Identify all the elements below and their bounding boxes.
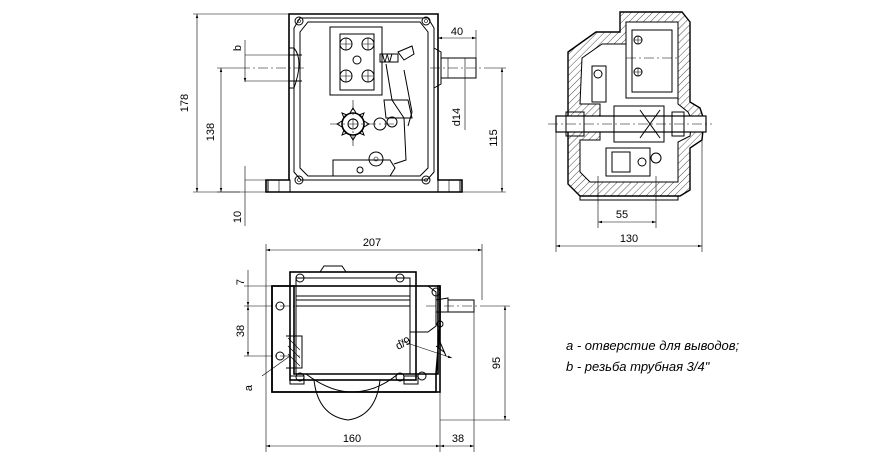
legend: a - отверстие для выводов; b - резьба тр… [566,338,740,374]
dim-top-width-mount: 160 [343,433,361,445]
dim-side-width-total: 130 [620,233,638,245]
top-view: 207 7 38 95 160 38 d/9 a [235,237,510,452]
dim-front-shaft-length: 40 [451,26,463,38]
dim-top-depth: 95 [491,357,503,369]
gear [330,100,394,148]
dim-top-shaft-length: 38 [452,433,464,445]
dim-front-shaft-diameter: d14 [451,108,463,126]
side-view: 55 130 [548,11,712,252]
dim-front-height-total: 178 [179,94,191,112]
legend-line-b: b - резьба трубная 3/4" [566,359,711,374]
dim-top-offset: 7 [235,279,247,285]
svg-text:W: W [382,53,393,65]
dim-front-base-thickness: 10 [232,211,244,223]
legend-line-a: a - отверстие для выводов; [566,338,740,353]
dim-side-width-mount: 55 [616,209,628,221]
dim-top-hole-offset: 38 [235,325,247,337]
dim-top-width-total: 207 [363,237,381,249]
dim-front-height-mount: 138 [205,123,217,141]
front-view: W 178 138 [179,13,506,226]
dim-front-hole-label: b [232,45,244,51]
dim-top-hole-label: a [243,384,255,391]
dim-front-shaft-height: 115 [488,129,500,147]
